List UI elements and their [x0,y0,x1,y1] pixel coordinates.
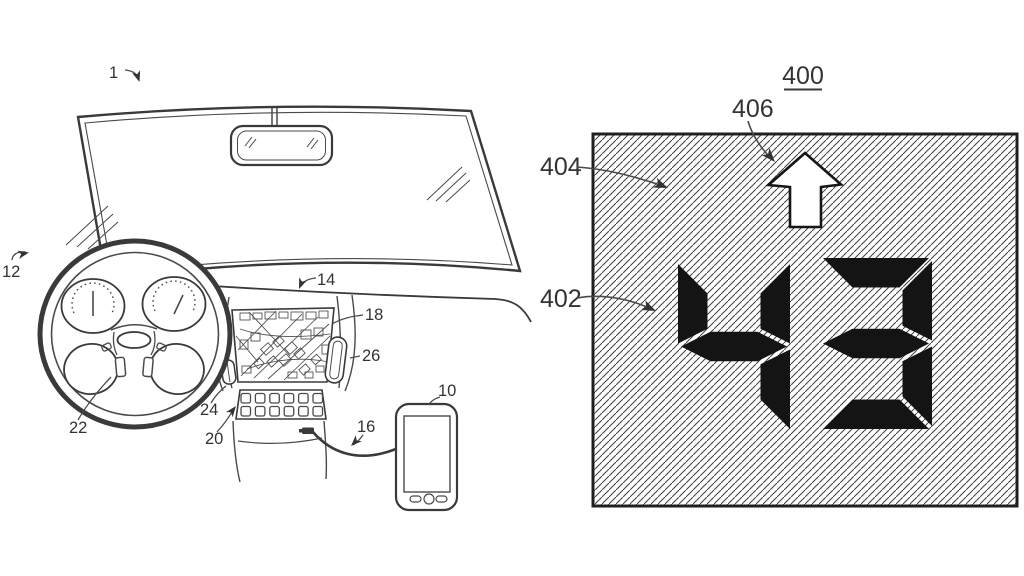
mobile-device [394,402,459,512]
right-air-vent [324,336,348,384]
mirror-stem [271,108,278,127]
leader-cable-arrowhead [351,435,362,446]
seven-segment-G [823,328,929,359]
usb-cable [312,431,397,457]
leader-buttons-arrowhead [225,406,236,418]
left-gauge-dial [71,282,115,314]
seven-segment-D [823,399,929,429]
hub-side-curves [112,330,156,356]
cable-plug-tip [299,429,303,433]
phone-home-button [423,493,435,505]
ref-label-mobile-device: 10 [438,382,456,400]
wheel-rim-inner [50,251,220,417]
console-button [312,405,324,417]
center-console [213,294,356,483]
seven-segment-C [760,349,790,429]
mirror-body [229,124,334,167]
ref-label-dashboard: 14 [317,271,335,289]
windshield-outline [76,105,522,281]
leader-steering-control [77,376,112,421]
leader-control-panel [210,385,227,404]
seven-segment-B [760,264,790,344]
leader-nav-display [331,314,364,325]
right-gauge-pod [141,276,207,332]
left-spoke-control [114,356,127,378]
ref-label-air-vent: 26 [362,347,380,365]
map-graphic [235,310,331,381]
leader-vehicle-arrowhead [132,70,141,82]
console-button [254,405,266,417]
ref-label-cable: 16 [357,418,375,436]
seven-segment-G [681,331,787,362]
console-button [312,392,324,404]
vehicle-interior-figure: 1 12 14 18 26 24 20 22 16 10 [2,64,532,512]
console-button [283,392,295,404]
console-button [254,392,266,404]
cable-plug [302,427,314,434]
seven-segment-B [902,261,932,341]
console-lower-edge [237,437,323,444]
leader-mobile-device [428,396,441,405]
phone-body [394,402,459,512]
leader-dashboard-arrowhead [299,277,308,289]
ref-label-buttons: 20 [205,430,223,448]
ref-label-speed-numerals: 402 [540,285,582,313]
phone-right-button [435,495,448,503]
right-gauge-dial [152,280,196,312]
leader-display-background-arrowhead [653,177,668,188]
hub-upper-curve [110,324,158,331]
console-right-outer [344,294,356,392]
right-gauge-needle [173,294,184,315]
seven-segment-A [823,258,929,288]
left-figure-labels: 1 12 14 18 26 24 20 22 16 10 [2,64,456,448]
console-button [240,392,252,404]
console-button [269,405,280,417]
console-button [283,405,295,417]
ref-label-vehicle: 1 [109,64,118,82]
console-button [297,392,309,404]
leader-air-vent [349,355,361,359]
console-button [240,405,252,417]
console-button [297,405,309,417]
nav-display-screen [231,307,335,383]
button-grid [240,392,324,417]
control-panel-plate [235,389,327,420]
mirror-glass [237,130,326,161]
ref-label-direction-arrow: 406 [732,95,774,123]
right-spoke-control [142,356,154,378]
ref-label-display-background: 404 [540,153,582,181]
phone-left-button [409,495,422,503]
horn-oval [116,331,152,349]
leader-windshield-arrowhead [17,250,29,259]
left-spoke-nub [101,342,112,352]
ref-label-nav-display: 18 [365,306,383,324]
rearview-mirror [229,108,334,167]
leader-speed-numerals [576,295,652,310]
speed-digits [678,258,932,429]
display-view-figure: 400 406 404 402 [540,62,1019,508]
mirror-glare-marks [244,136,319,150]
seven-segment-F [678,264,708,344]
up-arrow-icon [765,151,845,229]
right-spoke-nub [156,342,167,352]
ref-label-display-view: 400 [782,62,824,90]
right-figure-labels: 400 406 404 402 [540,62,824,313]
steering-wheel [37,238,233,430]
windshield-inner-line [84,111,513,274]
ref-label-steering-control: 22 [69,419,87,437]
leader-buttons [216,409,234,433]
phone-screen [403,415,451,493]
leader-direction-arrow-arrowhead [761,148,775,162]
console-button [269,392,280,404]
ref-label-control-panel: 24 [200,401,218,419]
console-lower-left [232,420,241,483]
leader-display-background [576,166,664,187]
ref-label-windshield: 12 [2,263,20,281]
windshield-glare-marks [65,166,471,250]
seven-segment-C [902,346,932,426]
leader-speed-numerals-arrowhead [641,300,656,311]
console-lower-right [323,420,328,480]
